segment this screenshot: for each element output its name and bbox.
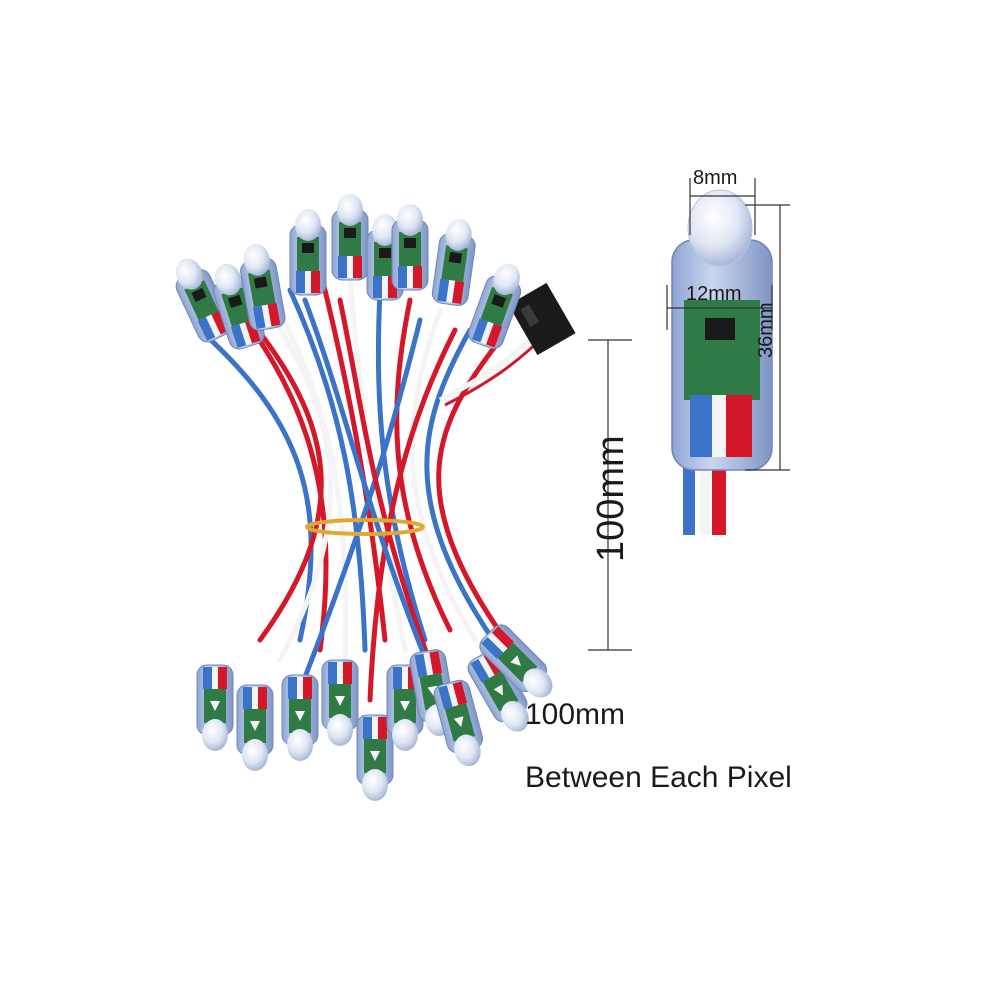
dimension-label-led-diameter: 8mm: [693, 167, 738, 189]
dimension-8mm-lines: [689, 178, 756, 235]
caption-text: Between Each Pixel: [525, 761, 792, 794]
wire-bundle: [197, 267, 523, 703]
single-pixel-detail: [671, 189, 773, 535]
dimension-100mm-lines: [588, 339, 632, 651]
dimension-label-body-height: 36mm: [755, 302, 777, 358]
dimension-label-spacing-vertical: 100mm: [590, 435, 632, 562]
connector: [438, 282, 576, 407]
dimension-label-spacing-caption: 100mm: [525, 698, 626, 731]
dimension-36mm-lines: [745, 204, 790, 471]
bottom-pixel-modules: [196, 620, 563, 802]
dimension-12mm-lines: [666, 285, 773, 330]
dimension-label-body-width: 12mm: [686, 283, 742, 305]
rubber-band: [305, 518, 425, 536]
